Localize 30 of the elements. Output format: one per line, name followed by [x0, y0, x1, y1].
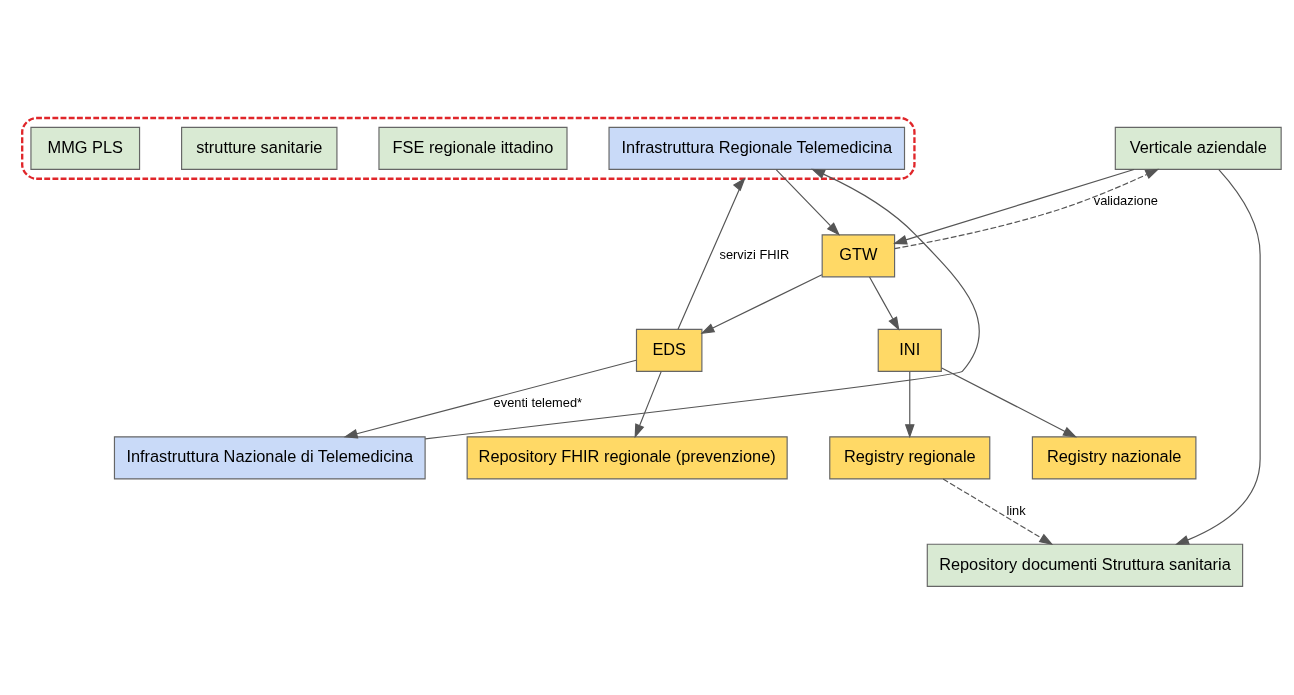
arrow	[941, 367, 1078, 438]
arrow	[894, 168, 1160, 250]
arrow	[904, 371, 915, 439]
arrow	[677, 177, 746, 330]
node-box: Registry nazionale	[1031, 436, 1197, 480]
node-box: Infrastruttura Nazionale di Telemedicina	[113, 436, 426, 480]
arrow	[942, 478, 1054, 546]
arrow	[634, 371, 662, 439]
edge-label: link	[1006, 502, 1026, 518]
arrow	[700, 274, 823, 334]
edge-label: servizi FHIR	[719, 247, 790, 263]
arrow	[893, 168, 1135, 245]
node-box: Registry regionale	[829, 436, 991, 480]
edge-label: validazione	[1093, 193, 1158, 209]
arrow	[424, 168, 980, 440]
node-box: INI	[877, 328, 942, 373]
arrow	[343, 359, 637, 439]
arrow	[1175, 169, 1261, 545]
edge-label: eventi telemed*	[493, 395, 583, 411]
node-box: strutture sanitarie	[181, 126, 338, 170]
arrow	[775, 169, 841, 236]
node-box: MMG PLS	[30, 126, 141, 170]
node-box: EDS	[635, 328, 703, 373]
node-box: FSE regionale ittadino	[378, 126, 568, 170]
node-box: Verticale aziendale	[1114, 126, 1282, 170]
node-box: Repository FHIR regionale (prevenzione)	[466, 436, 788, 480]
node-box: GTW	[821, 234, 896, 278]
arrow	[868, 276, 900, 331]
node-box: Infrastruttura Regionale Telemedicina	[608, 126, 906, 170]
node-box: Repository documenti Struttura sanitaria	[926, 543, 1244, 587]
